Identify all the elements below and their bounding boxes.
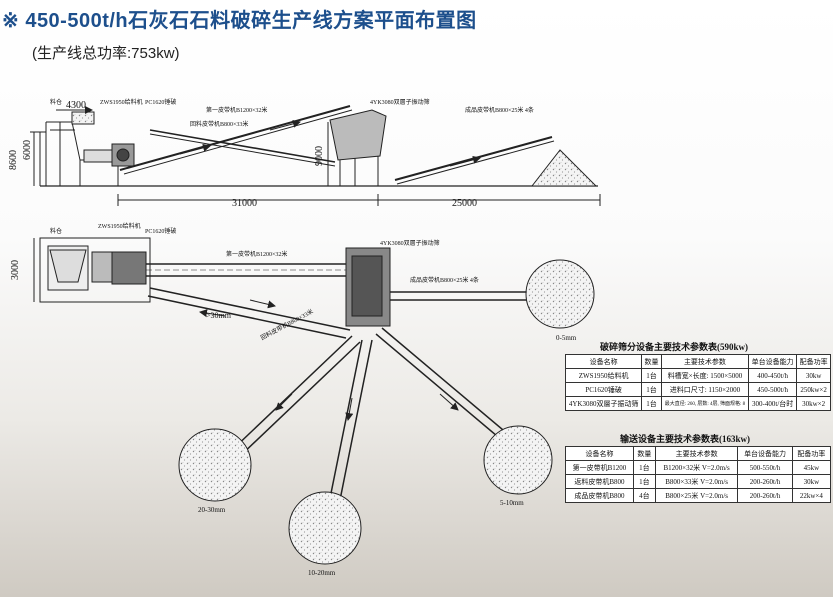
table1-caption: 破碎筛分设备主要技术参数表(590kw)	[600, 342, 748, 352]
table-cell: 30kw	[796, 368, 831, 383]
plan-label-product: 成品皮带机B800×25米 4条	[410, 276, 479, 284]
table-cell: 1台	[632, 474, 656, 489]
elev-dim-h2: 6000	[22, 140, 33, 160]
elev-dim-h3: 9000	[314, 146, 325, 166]
elev-label-product: 成品皮带机B800×25米 4条	[465, 106, 534, 114]
table-cell: 1台	[641, 368, 662, 383]
table2-caption: 输送设备主要技术参数表(163kw)	[620, 434, 750, 444]
table-cell: 4台	[632, 488, 656, 503]
elev-label-belt1: 第一皮带机B1200×32米	[206, 106, 267, 114]
table-cell: 30kw	[791, 474, 832, 489]
plan-label-crusher: PC1620锤破	[145, 227, 176, 235]
table-cell: 250kw×2	[796, 382, 831, 397]
plan-dim-w: 3000	[10, 260, 21, 280]
table-cell: 最大直径: 260, 层数: 4层, 筛面规格: 8	[660, 396, 750, 411]
table1: 设备名称 数量 主要技术参数 单台设备能力 配备功率 ZWS1950给料机 1台…	[564, 354, 831, 411]
table-cell: 30kw×2	[796, 396, 831, 411]
elev-label-return: 回料皮带机B800×33米	[190, 120, 248, 128]
table-header-cell: 数量	[641, 354, 662, 369]
pile-label-10-20: 10-20mm	[308, 569, 336, 577]
table-row: 4YK3080双層子振动筛 1台 最大直径: 260, 层数: 4层, 筛面规格…	[564, 396, 831, 411]
table-cell: 1台	[641, 382, 662, 397]
table-header-cell: 配备功率	[796, 354, 831, 369]
elevation-view	[30, 105, 601, 206]
plan-label-belt1: 第一皮带机B1200×32米	[226, 250, 287, 258]
plan-label-feeder: ZWS1950给料机	[98, 222, 141, 230]
table-header-cell: 设备名称	[565, 446, 634, 461]
table-cell: 1台	[641, 396, 662, 411]
table-row: PC1620锤破 1台 进料口尺寸: 1150×2000 450-500t/h …	[564, 382, 831, 397]
table-cell: 500-550t/h	[737, 460, 793, 475]
elev-label-bin: 料仓	[50, 98, 62, 106]
table-header-cell: 主要技术参数	[654, 446, 739, 461]
table-header-cell: 设备名称	[564, 354, 643, 369]
pile-label-20-30: 20-30mm	[198, 506, 226, 514]
table-row: 成品皮带机B800 4台 B800×25米 V=2.0m/s 200-260t/…	[565, 488, 832, 503]
table-cell: B1200×32米 V=2.0m/s	[654, 460, 739, 475]
table-header-row: 设备名称 数量 主要技术参数 单台设备能力 配备功率	[565, 446, 832, 461]
table-cell: 22kw×4	[791, 488, 832, 503]
table-header-cell: 主要技术参数	[660, 354, 750, 369]
table-cell: 45kw	[791, 460, 832, 475]
elev-label-feeder: ZWS1950给料机	[100, 98, 143, 106]
pile-label-5-10: 5-10mm	[500, 499, 524, 507]
table-header-cell: 数量	[632, 446, 656, 461]
elev-dim-top: 4300	[66, 100, 86, 111]
elev-dim-h1: 8600	[8, 150, 19, 170]
table-cell: 450-500t/h	[748, 382, 798, 397]
plan-label-screen: 4YK3080双層子振动筛	[380, 239, 440, 247]
table-cell: 300-400t/台时	[748, 396, 798, 411]
elev-label-crusher: PC1620锤破	[145, 98, 176, 106]
table-header-cell: 单台设备能力	[737, 446, 793, 461]
page-subtitle: (生产线总功率:753kw)	[32, 45, 180, 62]
table-cell: B800×33米 V=2.0m/s	[654, 474, 739, 489]
plan-view	[33, 237, 595, 565]
elev-dim-w1: 31000	[232, 198, 257, 209]
table-cell: B800×25米 V=2.0m/s	[654, 488, 739, 503]
page-title: ※ 450-500t/h石灰石石料破碎生产线方案平面布置图	[2, 10, 477, 32]
table-cell: 第一皮带机B1200	[565, 460, 634, 475]
table-cell: 200-260t/h	[737, 474, 793, 489]
table-row: 第一皮带机B1200 1台 B1200×32米 V=2.0m/s 500-550…	[565, 460, 832, 475]
table-header-cell: 配备功率	[791, 446, 832, 461]
plan-label-30mm: >30mm	[206, 311, 232, 320]
table-cell: 400-450t/h	[748, 368, 798, 383]
table-cell: 200-260t/h	[737, 488, 793, 503]
plan-label-bin: 料仓	[50, 227, 62, 235]
elevation-labels: 4300 8600 6000 9000 31000 25000 料仓 ZWS19…	[8, 98, 534, 209]
table-cell: 返料皮带机B800	[565, 474, 634, 489]
table-cell: ZWS1950给料机	[564, 368, 643, 383]
table-cell: 4YK3080双層子振动筛	[564, 396, 643, 411]
elev-label-screen: 4YK3080双層子振动筛	[370, 98, 430, 106]
table-row: 返料皮带机B800 1台 B800×33米 V=2.0m/s 200-260t/…	[565, 474, 832, 489]
table-cell: 料槽宽×长度: 1500×5000	[660, 368, 750, 383]
table-cell: 进料口尺寸: 1150×2000	[660, 382, 750, 397]
table-cell: PC1620锤破	[564, 382, 643, 397]
table-header-row: 设备名称 数量 主要技术参数 单台设备能力 配备功率	[564, 354, 831, 369]
table2: 设备名称 数量 主要技术参数 单台设备能力 配备功率 第一皮带机B1200 1台…	[565, 446, 832, 503]
pile-label-0-5: 0-5mm	[556, 334, 577, 342]
table-header-cell: 单台设备能力	[748, 354, 798, 369]
elev-dim-w2: 25000	[452, 198, 477, 209]
table-cell: 成品皮带机B800	[565, 488, 634, 503]
table-cell: 1台	[632, 460, 656, 475]
table-row: ZWS1950给料机 1台 料槽宽×长度: 1500×5000 400-450t…	[564, 368, 831, 383]
